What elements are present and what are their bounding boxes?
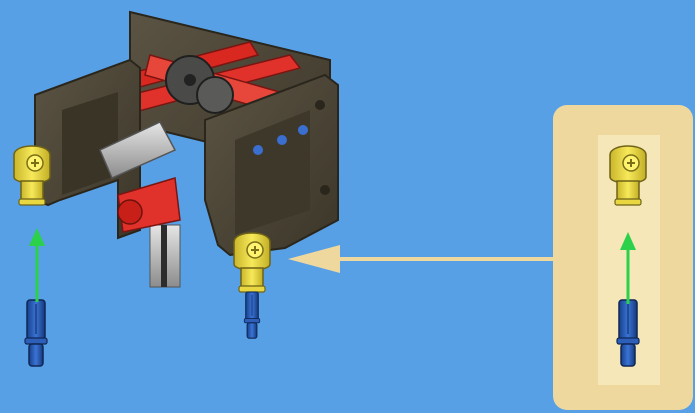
right-connector-icon [234,233,270,292]
gearbox-assembly-icon [30,10,338,287]
callout-arrow-icon [288,245,553,273]
left-pin-icon [25,300,47,366]
callout-pin-icon [617,300,639,366]
left-guide-arrow-icon [29,228,45,302]
right-pin-icon [244,292,259,338]
